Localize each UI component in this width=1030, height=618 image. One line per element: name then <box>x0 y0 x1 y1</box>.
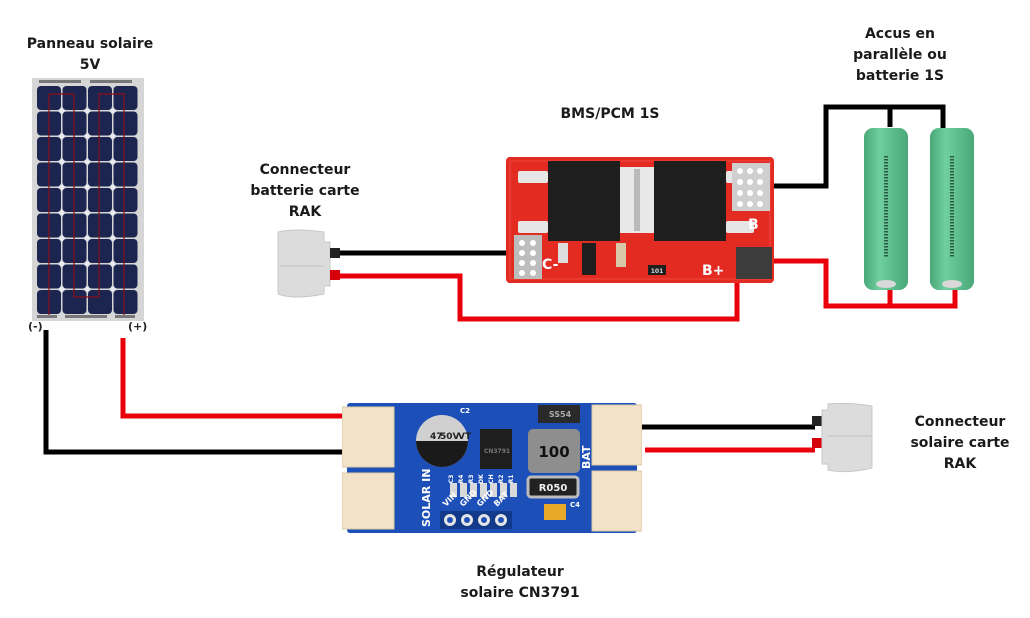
solar-cell <box>113 213 138 238</box>
solar-cell <box>113 162 138 187</box>
solar-panel-label: Panneau solaire 5V <box>20 34 160 76</box>
battery-connector <box>277 229 340 298</box>
panel-negative-terminal-label: (-) <box>28 320 43 333</box>
component-label: R2 <box>498 475 505 484</box>
batteries <box>864 128 974 290</box>
solar-cell <box>113 290 138 314</box>
solar-connector-label-line2: solaire carte <box>910 435 1010 451</box>
bms-c-minus-label: C- <box>542 257 559 273</box>
solar-cell <box>113 264 138 289</box>
wire-bms-b-minus <box>760 104 946 189</box>
component-label: DK <box>478 474 485 484</box>
solar-cell <box>113 239 138 263</box>
capacitor-value: 47 <box>430 432 443 442</box>
battery-cell-1 <box>864 128 908 290</box>
solar-in-label: SOLAR IN <box>420 469 433 527</box>
component-label: R1 <box>508 475 515 484</box>
solar-panel-label-line2: 5V <box>79 57 101 73</box>
batteries-label-line2: parallèle ou <box>853 47 947 63</box>
capacitor-series: VT <box>458 432 472 442</box>
regulator-label-line1: Régulateur <box>476 564 564 580</box>
bms-b-minus-label: B <box>748 217 759 233</box>
solar-cell <box>88 188 112 212</box>
solar-connector-label-line1: Connecteur <box>914 414 1006 430</box>
solar-cell <box>113 86 138 110</box>
panel-positive-terminal-label: (+) <box>128 320 148 333</box>
solar-cell <box>88 137 112 161</box>
solar-cell <box>88 111 112 136</box>
bms-board: 101 C- B+ B <box>506 157 774 283</box>
batteries-label-line1: Accus en <box>864 26 936 42</box>
bat-jst-connector-1 <box>591 404 642 466</box>
batteries-label-line3: batterie 1S <box>855 68 945 84</box>
component-label: C3 <box>448 475 455 484</box>
solar-cell <box>113 137 138 161</box>
c2-label: C2 <box>460 407 470 415</box>
solar-cell <box>88 290 112 314</box>
solar-cell <box>113 188 138 212</box>
bat-label: BAT <box>580 445 593 469</box>
solar-cell <box>88 86 112 110</box>
solar-cell <box>88 162 112 187</box>
shunt-resistor-label: R050 <box>539 483 568 494</box>
inductor-label: 100 <box>538 443 569 461</box>
wire-bms-b-plus <box>737 258 958 309</box>
bms-b-plus-label: B+ <box>702 263 724 279</box>
solar-panel <box>32 78 144 321</box>
capacitor-voltage: 50V <box>440 432 460 442</box>
battery-connector-label: Connecteur batterie carte RAK <box>240 160 370 223</box>
bms-resistor-code: 101 <box>651 268 664 275</box>
bms-label: BMS/PCM 1S <box>560 106 660 122</box>
solar-in-jst-connector-2 <box>342 472 395 530</box>
bat-jst-connector-2 <box>591 470 642 532</box>
solar-connector <box>812 402 873 473</box>
battery-connector-label-line1: Connecteur <box>259 162 351 178</box>
battery-connector-label-line2: batterie carte <box>250 183 360 199</box>
regulator-label: Régulateur solaire CN3791 <box>440 562 600 604</box>
component-label: R3 <box>468 475 475 484</box>
component-label: R4 <box>458 475 465 484</box>
component-label: CH <box>488 474 495 483</box>
solar-cell <box>113 111 138 136</box>
battery-connector-label-line3: RAK <box>288 204 322 220</box>
solar-cell <box>88 264 112 289</box>
wire-battery-connector-positive <box>340 273 740 322</box>
c4-label: C4 <box>570 501 580 509</box>
solar-connector-label: Connecteur solaire carte RAK <box>895 412 1025 475</box>
diode-label: SS54 <box>549 410 572 419</box>
solar-in-jst-connector-1 <box>342 406 395 468</box>
solar-panel-label-line1: Panneau solaire <box>26 36 154 52</box>
solar-connector-label-line3: RAK <box>943 456 977 472</box>
solar-cell <box>62 290 87 314</box>
regulator-label-line2: solaire CN3791 <box>460 585 580 601</box>
solar-cell <box>88 239 112 263</box>
battery-cell-2 <box>930 128 974 290</box>
wire-panel-positive <box>120 338 345 419</box>
solar-cell <box>88 213 112 238</box>
wire-panel-negative <box>43 330 345 455</box>
ic-label: CN3791 <box>484 448 510 455</box>
batteries-label: Accus en parallèle ou batterie 1S <box>830 24 970 87</box>
